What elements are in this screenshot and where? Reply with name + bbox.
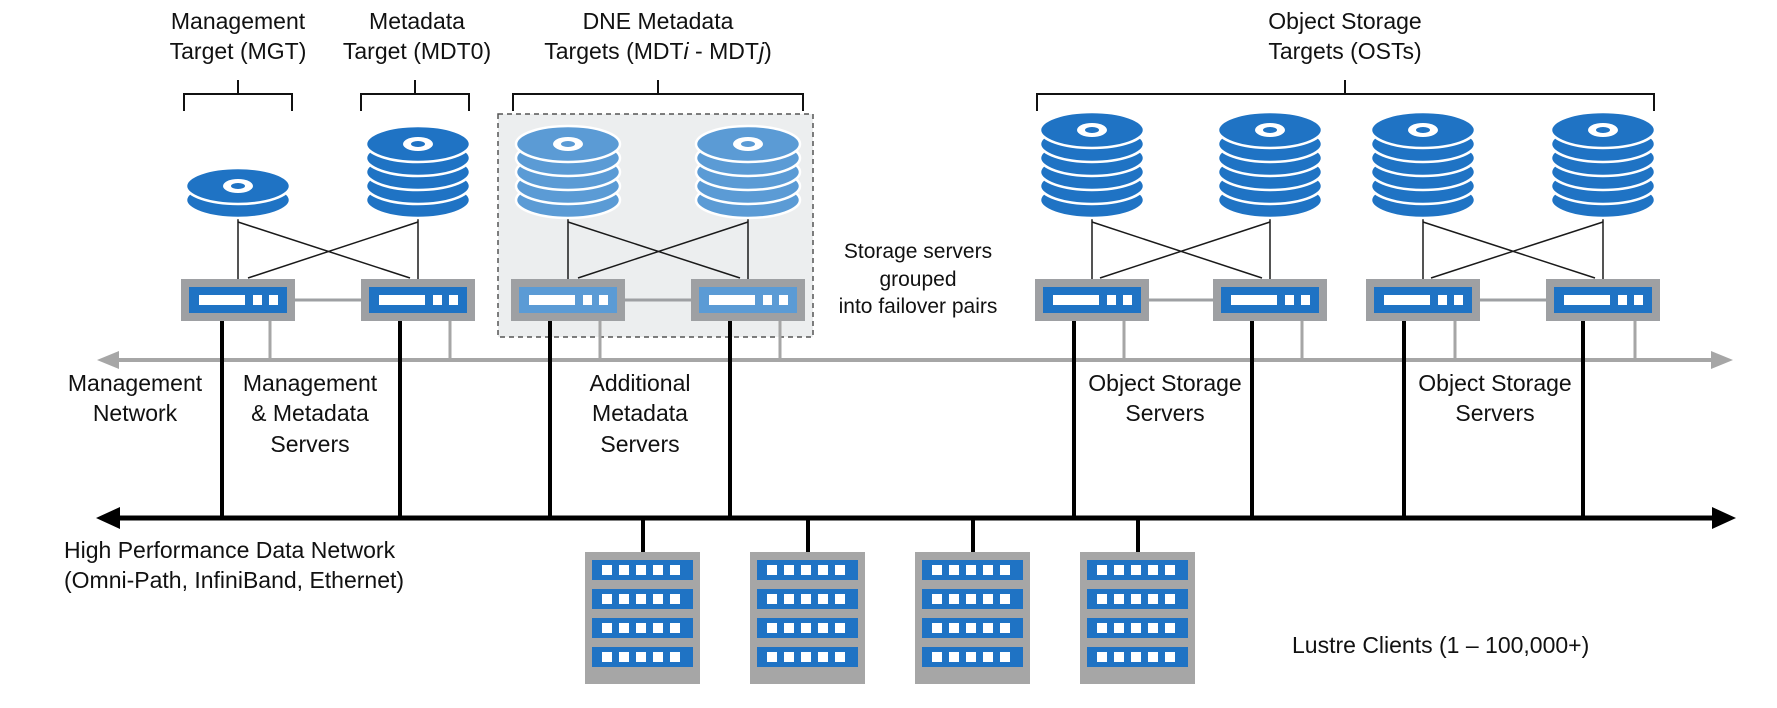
- client-rack-icon: [585, 552, 700, 684]
- server-icon: [1366, 279, 1480, 321]
- client-rack-icon: [750, 552, 865, 684]
- disk-stack-icon: [364, 124, 472, 220]
- server-icon: [1035, 279, 1149, 321]
- disk-icon: [184, 166, 292, 220]
- bracket-dne: [512, 80, 804, 111]
- client-rack-icon: [915, 552, 1030, 684]
- disk-stack-icon: [514, 124, 622, 220]
- data-network-label: High Performance Data Network(Omni-Path,…: [64, 537, 405, 594]
- mgmt-drops: [268, 321, 1637, 360]
- disk-stack-icon: [1549, 110, 1657, 220]
- disk-stack-icon: [1216, 110, 1324, 220]
- bracket-mdt0: [360, 80, 470, 111]
- server-icon: [511, 279, 625, 321]
- storage-targets: [184, 110, 1657, 220]
- server-icon: [691, 279, 805, 321]
- bracket-mgt: [183, 80, 293, 111]
- brackets: [183, 80, 1655, 111]
- server-icon: [361, 279, 475, 321]
- data-network-line: [96, 507, 1736, 529]
- disk-stack-icon: [1038, 110, 1146, 220]
- dne-label: DNE Metadata Targets (MDTi - MDTj): [544, 8, 772, 65]
- server-icon: [1546, 279, 1660, 321]
- server-icon: [181, 279, 295, 321]
- bracket-ost: [1036, 80, 1655, 111]
- target-server-links: [237, 218, 1604, 280]
- disk-stack-icon: [694, 124, 802, 220]
- disk-stack-icon: [1369, 110, 1477, 220]
- data-drops: [220, 321, 1585, 552]
- client-rack-icon: [1080, 552, 1195, 684]
- lustre-clients-label: Lustre Clients (1 – 100,000+): [1292, 632, 1590, 658]
- management-network-line: [97, 351, 1733, 369]
- server-icon: [1213, 279, 1327, 321]
